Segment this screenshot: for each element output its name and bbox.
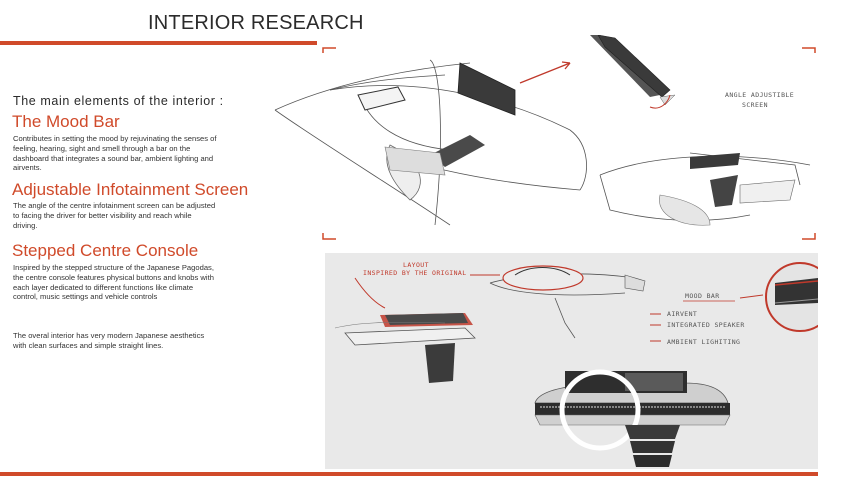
section-heading-mood-bar: The Mood Bar (12, 112, 120, 131)
section-text-console: Inspired by the stepped structure of the… (13, 263, 214, 302)
dashboard-overview-sketch: ANGLE ADJUSTIBLE SCREEN (274, 35, 816, 240)
bottom-accent-bar (0, 472, 818, 476)
annotation-airvent: AIRVENT (667, 310, 697, 318)
section-heading-infotainment: Adjustable Infotainment Screen (12, 180, 249, 199)
section-heading-console: Stepped Centre Console (12, 241, 199, 260)
annotation-lighting: AMBIENT LIGHITING (667, 338, 740, 346)
annotation-angle: ANGLE ADJUSTIBLE (725, 91, 794, 99)
annotation-speaker: INTEGRATED SPEAKER (667, 321, 745, 329)
intro-text: The main elements of the interior : (13, 94, 224, 108)
console-and-moodbar-sketch: LAYOUT INSPIRED BY THE ORIGINAL MOOD BAR… (334, 261, 818, 467)
section-text-infotainment: The angle of the centre infotainment scr… (13, 201, 216, 230)
title-underline (0, 41, 317, 45)
section-text-mood-bar: Contributes in setting the mood by rejuv… (13, 134, 217, 173)
annotation-mood-bar: MOOD BAR (685, 292, 720, 300)
page-title: INTERIOR RESEARCH (148, 12, 364, 34)
annotation-layout: LAYOUT (403, 261, 429, 269)
annotation-inspired: INSPIRED BY THE ORIGINAL (363, 269, 467, 277)
annotation-screen: SCREEN (742, 101, 768, 109)
summary-text: The overal interior has very modern Japa… (13, 331, 205, 350)
